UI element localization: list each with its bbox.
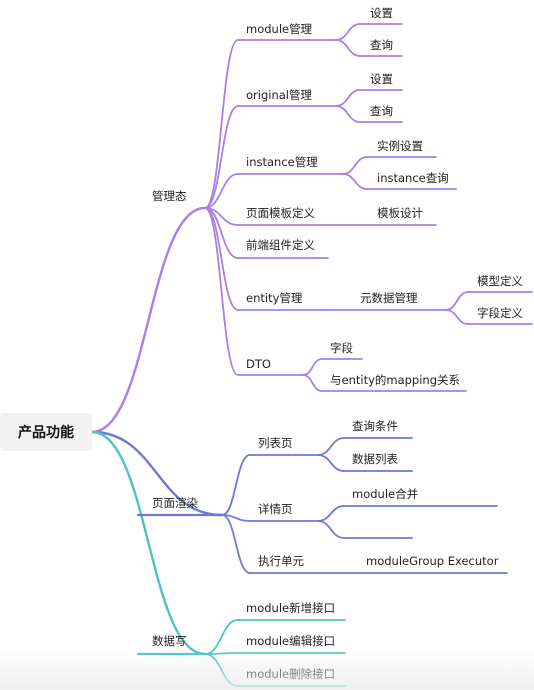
branch-manage[interactable]: 管理态 (152, 189, 187, 203)
link-write-delete (204, 653, 239, 687)
link-manage-module (204, 39, 239, 209)
node-data-list[interactable]: 数据列表 (352, 452, 398, 466)
link-root-manage (90, 206, 207, 434)
node-module-edit-api[interactable]: module编辑接口 (246, 634, 336, 648)
link-manage-frontend (204, 207, 239, 259)
node-module-query[interactable]: 查询 (370, 38, 393, 52)
node-dto[interactable]: DTO (246, 357, 271, 371)
node-dto-fields[interactable]: 字段 (330, 341, 353, 355)
link-root-render (90, 430, 224, 517)
node-detail-page[interactable]: 详情页 (258, 502, 293, 516)
link-module-merge (317, 505, 345, 522)
node-page-template[interactable]: 页面模板定义 (246, 206, 315, 220)
link-write-create (204, 619, 239, 655)
node-original-settings[interactable]: 设置 (370, 72, 393, 86)
link-module-query (335, 39, 361, 57)
node-frontend-component[interactable]: 前端组件定义 (246, 238, 315, 252)
node-dto-mapping[interactable]: 与entity的mapping关系 (330, 373, 461, 387)
link-manage-instance (204, 173, 239, 209)
node-module-merge[interactable]: module合并 (352, 487, 419, 501)
link-root-write (90, 430, 207, 656)
root-node[interactable]: 产品功能 (0, 413, 92, 451)
node-model-definition[interactable]: 模型定义 (477, 274, 523, 288)
node-module-manage[interactable]: module管理 (246, 22, 313, 36)
node-exec-unit[interactable]: 执行单元 (258, 554, 304, 568)
node-modulegroup-executor[interactable]: moduleGroup Executor (366, 554, 499, 568)
node-metadata-manage[interactable]: 元数据管理 (360, 291, 418, 305)
node-field-definition[interactable]: 字段定义 (477, 306, 523, 320)
link-field-def (445, 309, 469, 325)
node-list-page[interactable]: 列表页 (258, 436, 293, 450)
link-dto-mapping (302, 374, 323, 392)
link-render-list (221, 454, 251, 516)
node-template-design[interactable]: 模板设计 (377, 206, 423, 220)
link-query-conditions (317, 437, 345, 456)
node-module-settings[interactable]: 设置 (370, 6, 393, 20)
link-detail-empty (317, 520, 345, 539)
node-instance-settings[interactable]: 实例设置 (377, 139, 423, 153)
link-render-exec (221, 514, 251, 574)
node-query-conditions[interactable]: 查询条件 (352, 419, 398, 433)
root-label: 产品功能 (18, 425, 74, 441)
branch-render[interactable]: 页面渲染 (152, 496, 198, 510)
link-write-edit (204, 652, 239, 655)
node-original-query[interactable]: 查询 (370, 104, 393, 118)
link-original-settings (335, 89, 361, 107)
link-model-def (445, 291, 469, 311)
link-manage-original (204, 105, 239, 209)
link-manage-dto (204, 207, 239, 376)
node-instance-query[interactable]: instance查询 (377, 171, 449, 185)
node-instance-manage[interactable]: instance管理 (246, 155, 318, 169)
link-original-query (335, 105, 361, 123)
link-instance-query (342, 173, 368, 190)
link-data-list (317, 454, 345, 472)
node-original-manage[interactable]: original管理 (246, 88, 312, 102)
node-entity-manage[interactable]: entity管理 (246, 291, 303, 305)
link-module-settings (335, 23, 361, 41)
node-module-create-api[interactable]: module新增接口 (246, 601, 336, 615)
link-instance-settings (342, 156, 368, 175)
branch-write[interactable]: 数据写 (152, 634, 187, 648)
node-module-delete-api[interactable]: module删除接口 (246, 667, 336, 681)
link-dto-fields (302, 358, 323, 376)
